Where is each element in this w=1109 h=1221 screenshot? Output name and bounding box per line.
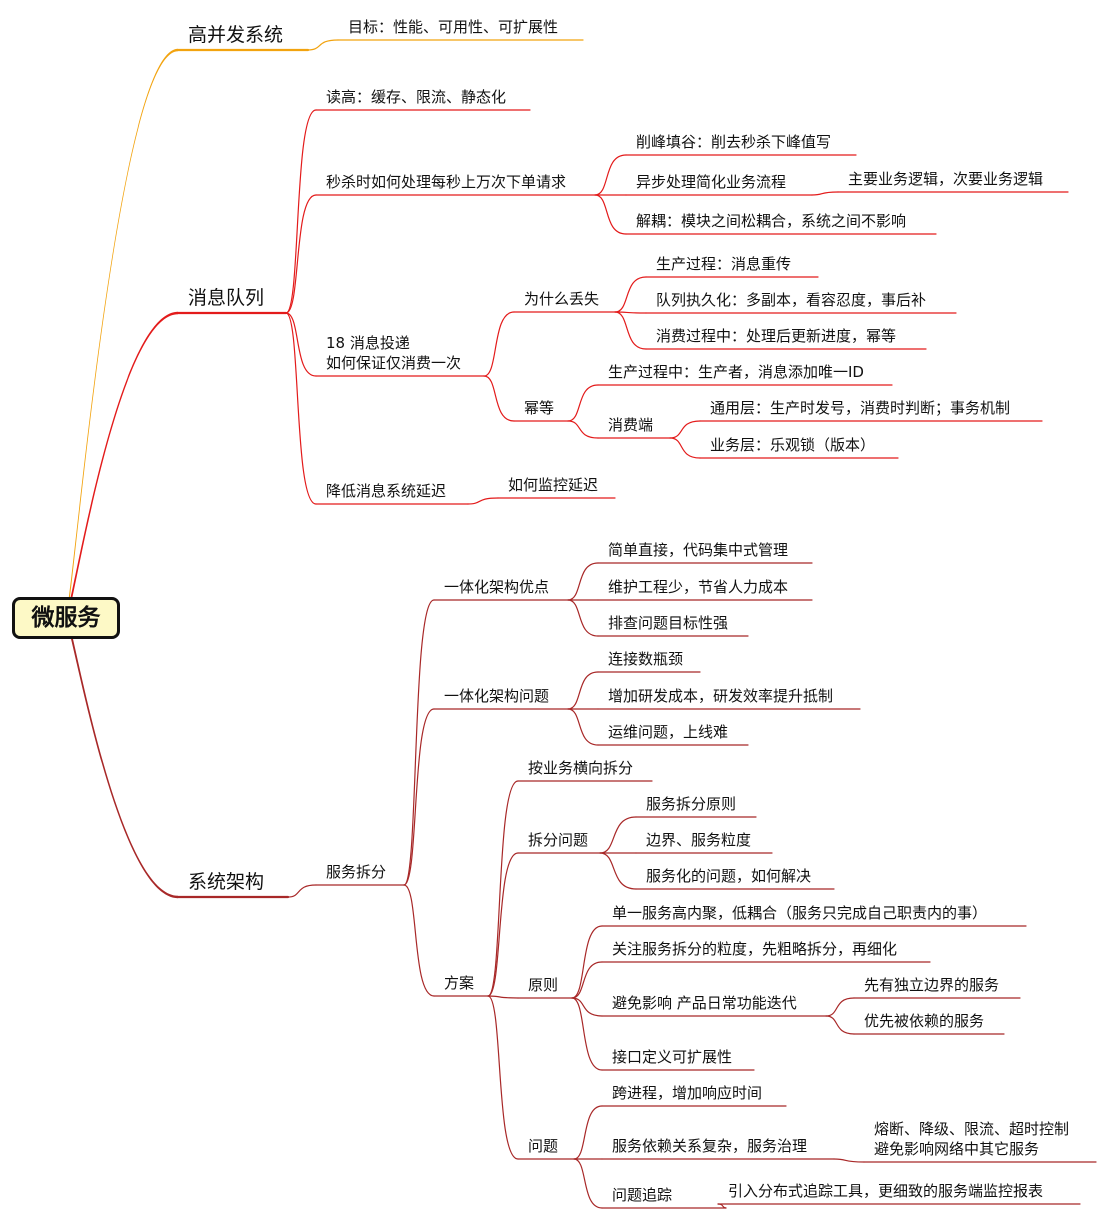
branch-connector bbox=[287, 884, 317, 898]
topic-node[interactable]: 异步处理简化业务流程 bbox=[636, 173, 787, 191]
topic-node[interactable]: 优先被依赖的服务 bbox=[864, 1012, 985, 1030]
branch-connector bbox=[487, 995, 519, 999]
topic-node[interactable]: 跨进程，增加响应时间 bbox=[612, 1084, 763, 1102]
mind-map-connectors bbox=[66, 39, 1097, 1209]
branch-connector bbox=[285, 194, 317, 314]
root-node[interactable]: 微服务 bbox=[12, 597, 120, 639]
branch-connector bbox=[567, 708, 599, 746]
branch-connector bbox=[483, 311, 515, 377]
branch-connector bbox=[571, 997, 603, 1071]
branch-connector bbox=[487, 780, 519, 997]
topic-node-line2[interactable]: 如何保证仅消费一次 bbox=[326, 354, 462, 372]
main-topic-node[interactable]: 高并发系统 bbox=[188, 24, 284, 46]
topic-node[interactable]: 问题追踪 bbox=[612, 1186, 673, 1204]
branch-connector bbox=[483, 375, 515, 422]
topic-node[interactable]: 关注服务拆分的粒度，先粗略拆分，再细化 bbox=[612, 940, 898, 958]
topic-node[interactable]: 运维问题，上线难 bbox=[608, 723, 729, 741]
branch-connector bbox=[285, 312, 317, 505]
main-topic-node[interactable]: 系统架构 bbox=[188, 871, 265, 893]
main-topic-node[interactable]: 消息队列 bbox=[188, 287, 265, 309]
topic-node[interactable]: 一体化架构问题 bbox=[444, 687, 550, 705]
topic-node[interactable]: 先有独立边界的服务 bbox=[864, 976, 1000, 994]
branch-connector bbox=[669, 437, 701, 459]
branch-connector bbox=[614, 276, 647, 313]
topic-node[interactable]: 简单直接，代码集中式管理 bbox=[608, 541, 789, 559]
branch-connector bbox=[567, 599, 599, 637]
topic-node[interactable]: 服务依赖关系复杂，服务治理 bbox=[612, 1137, 808, 1155]
branch-connector bbox=[487, 852, 519, 997]
branch-connector bbox=[599, 816, 637, 854]
main-branch-connector bbox=[66, 311, 178, 623]
topic-node[interactable]: 通用层：生产时发号，消费时判断；事务机制 bbox=[710, 399, 1011, 417]
branch-connector bbox=[467, 497, 499, 505]
branch-connector bbox=[285, 312, 317, 377]
topic-node[interactable]: 秒杀时如何处理每秒上万次下单请求 bbox=[326, 173, 567, 191]
topic-node[interactable]: 生产过程中：生产者，消息添加唯一ID bbox=[608, 363, 864, 381]
topic-node[interactable]: 降低消息系统延迟 bbox=[326, 482, 447, 500]
branch-connector bbox=[571, 961, 603, 999]
topic-node[interactable]: 维护工程少，节省人力成本 bbox=[608, 578, 789, 596]
topic-node[interactable]: 拆分问题 bbox=[528, 831, 589, 849]
branch-connector bbox=[833, 1158, 865, 1163]
topic-node[interactable]: 避免影响 产品日常功能迭代 bbox=[612, 994, 797, 1012]
topic-node[interactable]: 削峰填谷：削去秒杀下峰值写 bbox=[636, 133, 832, 151]
topic-node[interactable]: 为什么丢失 bbox=[524, 290, 600, 308]
topic-node[interactable]: 服务拆分原则 bbox=[646, 795, 737, 813]
topic-node[interactable]: 单一服务高内聚，低耦合（服务只完成自己职责内的事） bbox=[612, 904, 988, 922]
branch-connector bbox=[285, 109, 317, 314]
topic-node[interactable]: 解耦：模块之间松耦合，系统之间不影响 bbox=[636, 212, 907, 230]
branch-connector bbox=[599, 852, 637, 890]
branch-connector bbox=[594, 154, 627, 196]
main-branch-connector bbox=[66, 48, 178, 623]
branch-connector bbox=[573, 1105, 603, 1160]
topic-node[interactable]: 连接数瓶颈 bbox=[608, 650, 684, 668]
branch-connector bbox=[567, 384, 599, 422]
branch-connector bbox=[403, 708, 435, 886]
branch-connector bbox=[571, 997, 603, 1017]
branch-connector bbox=[403, 884, 435, 997]
topic-node[interactable]: 按业务横向拆分 bbox=[528, 759, 634, 777]
branch-connector bbox=[573, 1158, 603, 1209]
topic-node[interactable]: 幂等 bbox=[524, 399, 555, 417]
branch-connector bbox=[669, 420, 701, 439]
topic-node[interactable]: 消费过程中：处理后更新进度，幂等 bbox=[656, 327, 897, 345]
main-branch-connector bbox=[66, 613, 178, 899]
topic-node[interactable]: 接口定义可扩展性 bbox=[612, 1048, 733, 1066]
topic-node[interactable]: 生产过程：消息重传 bbox=[656, 255, 792, 273]
topic-node[interactable]: 引入分布式追踪工具，更细致的服务端监控报表 bbox=[728, 1182, 1044, 1200]
topic-node[interactable]: 业务层：乐观锁（版本） bbox=[710, 436, 876, 454]
topic-node[interactable]: 熔断、降级、限流、超时控制 bbox=[874, 1120, 1070, 1138]
branch-connector bbox=[567, 562, 599, 601]
topic-node[interactable]: 问题 bbox=[528, 1137, 559, 1155]
branch-connector bbox=[811, 191, 839, 196]
topic-node[interactable]: 增加研发成本，研发效率提升抵制 bbox=[608, 687, 834, 705]
branch-connector bbox=[614, 311, 647, 350]
branch-connector bbox=[825, 1015, 855, 1035]
topic-node[interactable]: 队列执久化：多副本，看容忍度，事后补 bbox=[656, 291, 927, 309]
topic-node[interactable]: 排查问题目标性强 bbox=[608, 614, 729, 632]
branch-connector bbox=[487, 995, 519, 1160]
branch-connector bbox=[825, 997, 855, 1017]
topic-node[interactable]: 目标：性能、可用性、可扩展性 bbox=[348, 18, 559, 36]
topic-node[interactable]: 18 消息投递 bbox=[326, 334, 410, 352]
branch-connector bbox=[567, 420, 599, 439]
topic-node[interactable]: 一体化架构优点 bbox=[444, 578, 550, 596]
topic-node[interactable]: 服务化的问题，如何解决 bbox=[646, 867, 812, 885]
branch-connector bbox=[594, 194, 627, 235]
branch-connector bbox=[571, 925, 603, 999]
topic-node[interactable]: 原则 bbox=[528, 976, 559, 994]
topic-node-line2[interactable]: 避免影响网络中其它服务 bbox=[874, 1140, 1040, 1158]
branch-connector bbox=[567, 671, 599, 710]
topic-node[interactable]: 主要业务逻辑，次要业务逻辑 bbox=[848, 170, 1044, 188]
topic-node[interactable]: 如何监控延迟 bbox=[508, 476, 599, 494]
branch-connector bbox=[307, 39, 339, 51]
topic-node[interactable]: 读高：缓存、限流、静态化 bbox=[326, 88, 507, 106]
branch-connector bbox=[403, 599, 435, 886]
topic-node[interactable]: 边界、服务粒度 bbox=[646, 831, 752, 849]
topic-node[interactable]: 消费端 bbox=[608, 416, 654, 434]
topic-node[interactable]: 服务拆分 bbox=[326, 863, 387, 881]
topic-node[interactable]: 方案 bbox=[444, 974, 475, 992]
